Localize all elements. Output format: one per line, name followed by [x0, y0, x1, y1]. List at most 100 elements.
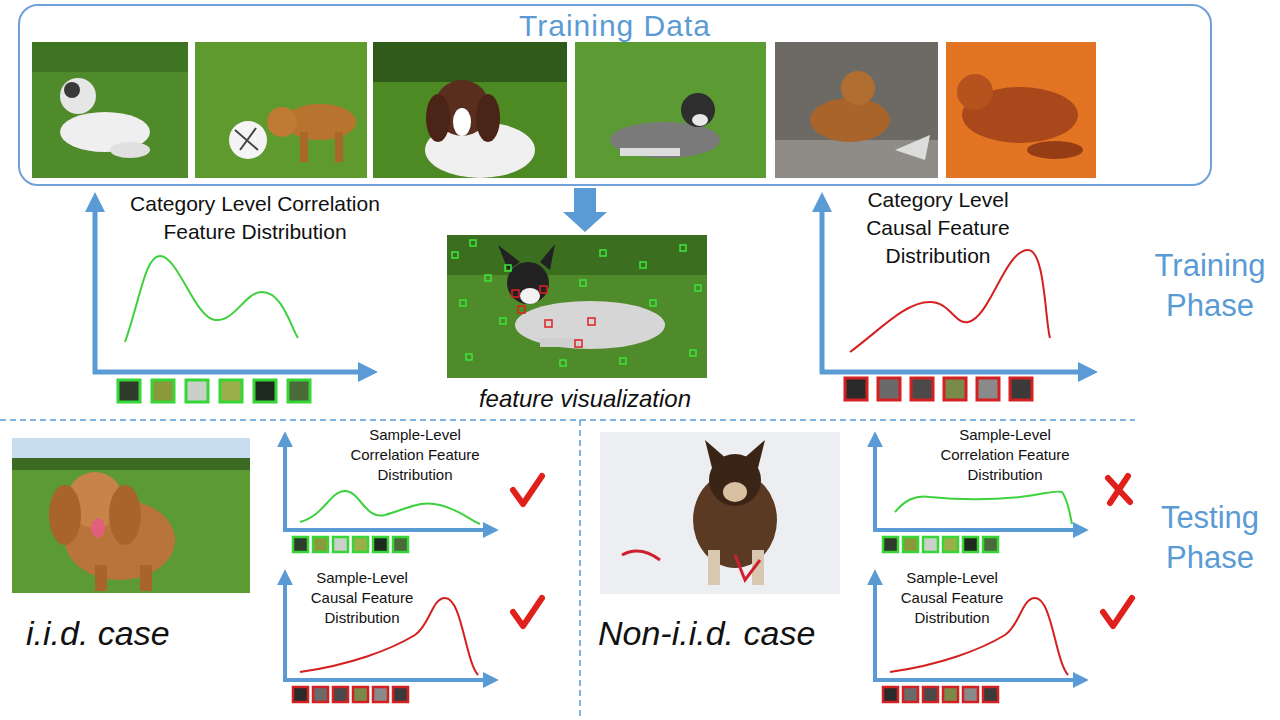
feature-visualization-image-part	[520, 288, 540, 304]
training-photo-part	[692, 114, 708, 126]
sample-correlation-chart-part-part	[963, 537, 978, 552]
correlation-chart-part	[118, 380, 310, 402]
test-photo-part	[91, 518, 105, 538]
case-label: Non-i.i.d. case	[598, 612, 868, 654]
feature-visualization-image-part	[447, 235, 707, 275]
training-photo-part	[373, 42, 567, 82]
training-photo-part	[300, 132, 308, 162]
test-photo-part	[12, 438, 250, 460]
sample-causal-chart-part-part	[903, 687, 918, 702]
feature-visualization-image-part	[498, 244, 555, 270]
correlation-chart-part-part	[186, 380, 208, 402]
sample-causal-chart-part-part	[943, 687, 958, 702]
test-photo-part	[600, 432, 840, 594]
sample-causal-chart-part-part	[883, 687, 898, 702]
training-photo-part	[195, 42, 367, 178]
test-photo-part	[12, 458, 250, 470]
feature-visualization-image-part-part	[512, 290, 519, 297]
sample-correlation-chart-part-part	[373, 537, 388, 552]
sample-correlation-chart-part	[283, 436, 287, 532]
causal-chart-part-part	[1010, 378, 1032, 400]
feature-visualization-image-part-part	[485, 275, 491, 281]
node-text: feature visualization	[447, 385, 723, 414]
sample-correlation-chart-part	[883, 537, 998, 552]
feature-visualization-image-part-part	[470, 240, 476, 246]
feature-visualization-image-part	[452, 240, 701, 366]
correlation-chart-part	[93, 198, 98, 374]
training-photo-part	[476, 94, 500, 142]
chart-title: Sample-Level Causal Feature Distribution	[297, 568, 427, 628]
chart-title: Category Level Causal Feature Distributi…	[838, 186, 1038, 270]
test-photo-part	[600, 432, 840, 594]
training-photo-part	[681, 93, 715, 127]
dashed-separator	[0, 420, 1135, 720]
sample-causal-chart-part-part	[333, 687, 348, 702]
chart-title: Sample-Level Causal Feature Distribution	[887, 568, 1017, 628]
causal-chart-part-part	[911, 378, 933, 400]
phase-label: Training Phase	[1146, 246, 1274, 326]
sample-correlation-chart-part-part	[393, 537, 408, 552]
causal-chart-part	[845, 378, 1032, 400]
sample-correlation-chart-part-part	[983, 537, 998, 552]
training-photo-part	[775, 42, 938, 178]
training-photo-part	[373, 42, 567, 178]
case-label: i.i.d. case	[26, 612, 276, 654]
sample-causal-chart-part-part	[393, 687, 408, 702]
sample-correlation-chart-part-part	[903, 537, 918, 552]
sample-correlation-chart-part-part	[883, 537, 898, 552]
sample-causal-chart-part	[283, 678, 494, 682]
feature-visualization-image	[447, 235, 707, 378]
feature-visualization-image-part	[447, 235, 707, 378]
training-photo-part	[426, 94, 450, 142]
training-photo	[373, 42, 567, 178]
sample-correlation-chart-part	[283, 528, 494, 532]
feature-visualization-image-part-part	[680, 245, 686, 251]
feature-visualization-image-part	[507, 262, 549, 304]
causal-chart-part-part	[845, 378, 867, 400]
phase-label: Testing Phase	[1146, 498, 1274, 578]
sample-correlation-chart-part	[300, 491, 480, 524]
correlation-chart-part-part	[118, 380, 140, 402]
flow-arrow	[563, 188, 607, 232]
chart-title: Category Level Correlation Feature Distr…	[120, 190, 390, 246]
correlation-chart-part-part	[288, 380, 310, 402]
chart-title: Sample-Level Correlation Feature Distrib…	[925, 425, 1085, 485]
feature-visualization-image-part-part	[640, 262, 646, 268]
causal-chart-part	[820, 370, 1092, 375]
test-photo-part	[140, 565, 152, 591]
training-photo-part	[946, 42, 1096, 178]
test-photo	[600, 432, 840, 594]
sample-causal-chart-part-part	[373, 687, 388, 702]
feature-visualization-image-part-part	[650, 300, 656, 306]
feature-visualization-image-part-part	[540, 286, 547, 293]
feature-visualization-image-part-part	[466, 354, 472, 360]
sample-correlation-chart-part	[293, 537, 408, 552]
sample-causal-chart-part	[293, 687, 408, 702]
training-photo-part	[235, 128, 258, 150]
training-photo-part	[453, 108, 471, 136]
training-photo	[946, 42, 1096, 178]
sample-correlation-chart-part	[873, 528, 1084, 532]
chart-title: Sample-Level Correlation Feature Distrib…	[335, 425, 495, 485]
test-photo-part	[49, 485, 81, 545]
feature-visualization-image-part-part	[560, 360, 566, 366]
training-photo-part	[229, 121, 267, 159]
cross-mark	[1108, 476, 1130, 503]
training-photo-part	[957, 74, 993, 110]
feature-visualization-image-part-part	[452, 252, 458, 258]
sample-correlation-chart-part-part	[313, 537, 328, 552]
feature-visualization-image-part-part	[575, 340, 582, 347]
correlation-chart-part	[93, 370, 372, 375]
sample-causal-chart-part-part	[983, 687, 998, 702]
test-photo-part	[622, 551, 760, 580]
test-photo-part	[95, 565, 107, 591]
feature-visualization-image-part	[512, 286, 595, 347]
training-photo-part	[267, 107, 297, 137]
test-photo-part	[723, 482, 747, 502]
check-mark	[513, 598, 542, 626]
check-mark	[513, 476, 542, 504]
check-mark	[1103, 598, 1132, 626]
training-photo-part	[895, 135, 930, 160]
correlation-chart-part-part	[220, 380, 242, 402]
